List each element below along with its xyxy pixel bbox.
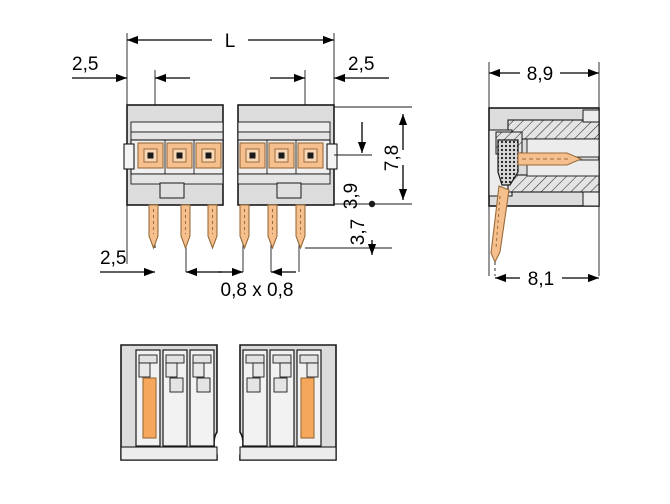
dimension-2-5-pitch-bottom-label: 2,5 [100, 248, 126, 269]
front-pin [267, 204, 278, 250]
bottom-view [120, 344, 337, 461]
front-pins [148, 204, 306, 250]
bottom-slot [242, 349, 268, 447]
bottom-block-left [120, 344, 218, 461]
dimension-7-8: 7,8 [382, 114, 408, 200]
dimension-3-9-label: 3,9 [341, 183, 362, 209]
front-pin [148, 204, 159, 250]
side-body [488, 107, 600, 276]
dimension-8-9-label: 8,9 [527, 64, 553, 85]
dimension-3-7-label: 3,7 [348, 219, 369, 245]
dimension-0-8-x-0-8-label: 0,8 x 0,8 [221, 280, 294, 301]
front-block-right [237, 104, 338, 206]
dimension-3-7: 3,7 [348, 219, 377, 255]
side-vertical-pin [490, 185, 510, 264]
dimension-8-1-label: 8,1 [528, 269, 554, 290]
dimension-2-5-left-top-label: 2,5 [72, 54, 98, 75]
dimension-2-5-right-top-label: 2,5 [348, 54, 374, 75]
front-bottom-dimensions: 2,5 0,8 x 0,8 [100, 248, 296, 301]
dimension-8-9: 8,9 [489, 64, 599, 85]
front-pin [239, 204, 250, 250]
dimension-L: L [127, 31, 334, 52]
side-horizontal-pin [517, 152, 583, 166]
front-pin [207, 204, 218, 250]
front-contacts-left [137, 142, 222, 169]
bottom-slot [162, 349, 188, 447]
dimension-8-1: 8,1 [495, 269, 599, 290]
bottom-slot [269, 349, 295, 447]
contact-spring-texture [497, 139, 519, 186]
side-section-view: 8,9 [488, 62, 600, 290]
dimension-L-label: L [225, 31, 236, 52]
dimension-3-9: 3,9 [341, 122, 367, 209]
front-vertical-dimensions: 3,9 7,8 3,7 [305, 106, 412, 255]
dimension-2-5-pitch-bottom: 2,5 [100, 248, 222, 277]
bottom-slot [135, 349, 161, 447]
dimension-7-8-label: 7,8 [382, 145, 403, 171]
datum-point [368, 200, 376, 208]
bottom-slot [189, 349, 215, 447]
front-view: L 2,5 2,5 [72, 31, 412, 301]
front-contacts-right [239, 142, 324, 169]
bottom-block-right [239, 344, 337, 461]
dimension-2-5-right-top: 2,5 [334, 54, 389, 83]
front-block-left [123, 104, 224, 206]
dimension-0-8-x-0-8: 0,8 x 0,8 [218, 267, 296, 301]
bottom-slot [296, 349, 322, 447]
front-pin [180, 204, 191, 250]
front-pin [295, 204, 306, 250]
dimension-2-5-left-top: 2,5 [72, 54, 127, 83]
